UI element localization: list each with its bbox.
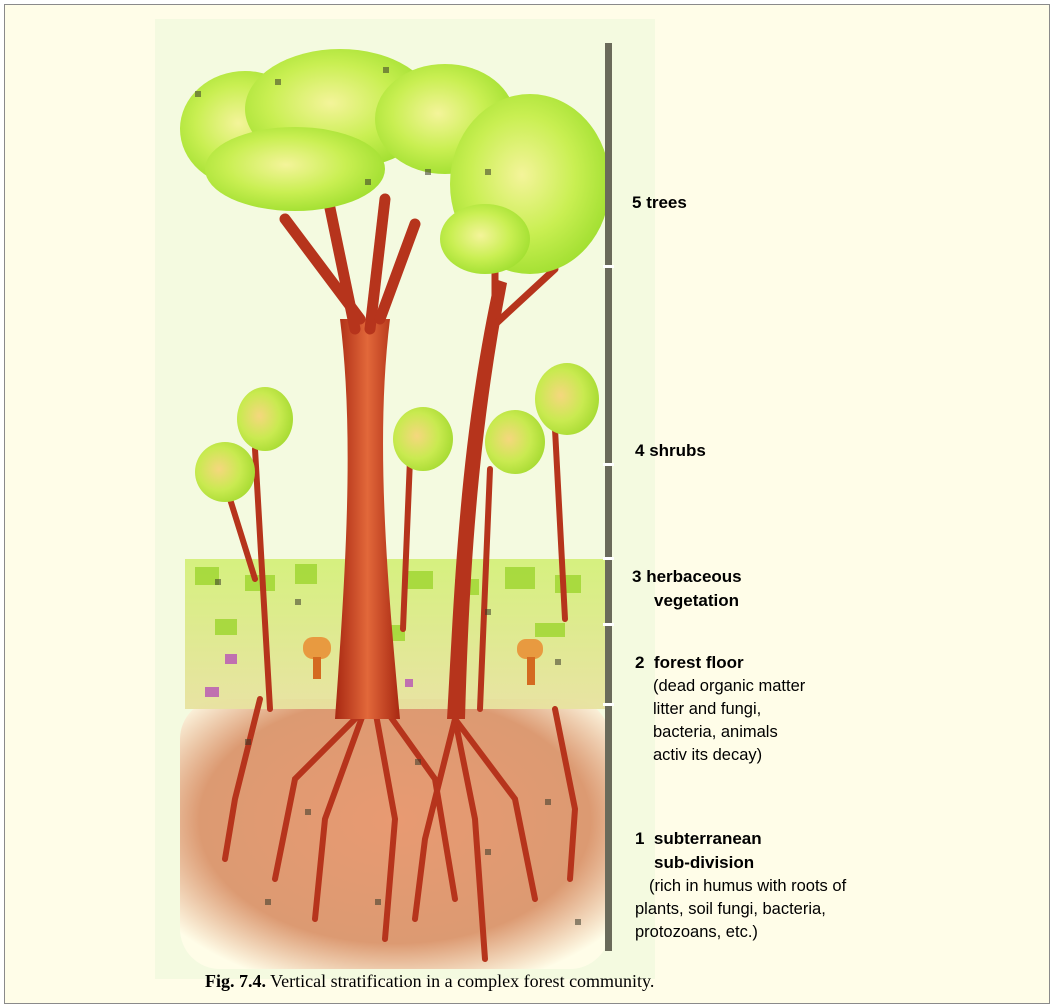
scale-tick: [603, 623, 614, 626]
scale-tick: [603, 463, 614, 466]
scale-tick: [603, 557, 614, 560]
caption-text: Vertical stratification in a complex for…: [266, 971, 654, 991]
subterranean-description: (rich in humus with roots of plants, soi…: [635, 875, 846, 944]
forest-stratification-drawing: [155, 19, 655, 979]
scale-bar-line: [605, 43, 612, 951]
scale-tick: [603, 703, 614, 706]
layer-label-shrubs: 4 shrubs: [635, 439, 706, 463]
forest-floor-description: (dead organic matter litter and fungi, b…: [635, 675, 805, 767]
caption-label: Fig. 7.4.: [205, 971, 266, 991]
layer-label-trees: 5 trees: [632, 191, 687, 215]
stratification-scale-bar: [605, 43, 612, 951]
forest-illustration: [155, 19, 655, 979]
scale-tick: [603, 265, 614, 268]
figure-caption: Fig. 7.4. Vertical stratification in a c…: [205, 971, 654, 992]
layer-label-herbaceous: 3 herbaceous vegetation: [632, 565, 742, 613]
layer-label-forest-floor: 2 forest floor (dead organic matter litt…: [635, 651, 805, 767]
figure-frame: 5 trees 4 shrubs 3 herbaceous vegetation…: [4, 4, 1050, 1004]
layer-label-subterranean: 1 subterranean sub-division (rich in hum…: [635, 827, 846, 944]
